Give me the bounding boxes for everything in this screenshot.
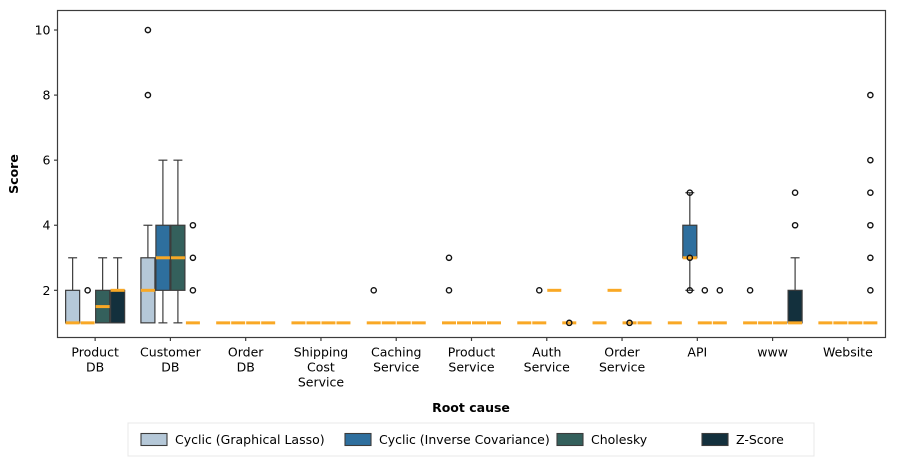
outlier-point [189, 254, 197, 262]
outlier-point [686, 189, 694, 197]
x-tick-label: Service [298, 375, 345, 390]
box-plot-box [140, 224, 156, 324]
legend-swatch [701, 432, 729, 447]
box-plot-box [65, 257, 81, 325]
x-tick-label: Cost [307, 360, 335, 375]
legend-swatch [140, 432, 168, 447]
legend-swatch [344, 432, 372, 447]
legend-items[interactable]: Cyclic (Graphical Lasso) Cyclic (Inverse … [140, 432, 784, 447]
outlier-point [189, 221, 197, 229]
x-tick-label: Order [604, 345, 640, 360]
x-tick-label: DB [86, 360, 104, 375]
outlier-point [686, 254, 694, 262]
y-tick-label: 6 [43, 153, 51, 168]
legend[interactable]: Cyclic (Graphical Lasso) Cyclic (Inverse … [127, 422, 815, 457]
box-plot-box [787, 257, 803, 325]
x-tick-label: Caching [371, 345, 422, 360]
x-tick-label: Service [373, 360, 420, 375]
box-plot-box [170, 159, 186, 324]
y-axis-ticks: 2 4 6 8 10 [35, 23, 58, 298]
outlier-point [791, 221, 799, 229]
outlier-point [189, 287, 197, 294]
box-plot-box [110, 257, 126, 324]
outlier-point [716, 287, 724, 294]
box-plot-box [95, 257, 111, 324]
x-tick-label: DB [161, 360, 179, 375]
x-axis-ticks: ProductDBCustomerDBOrderDBShippingCostSe… [71, 337, 873, 390]
legend-swatch [556, 432, 584, 447]
x-tick-label: Product [71, 345, 119, 360]
outlier-point [867, 156, 874, 164]
y-tick-label: 10 [35, 23, 51, 38]
outlier-point [867, 221, 874, 229]
x-tick-label: Customer [140, 345, 202, 360]
x-tick-label: www [757, 345, 788, 360]
outlier-point [791, 189, 799, 197]
box-plot-series [65, 159, 878, 325]
outlier-point [626, 319, 633, 327]
outlier-point [445, 254, 453, 262]
outlier-point [535, 287, 543, 294]
box-rect [787, 289, 803, 324]
y-tick-label: 4 [43, 218, 51, 233]
legend-label: Cholesky [591, 432, 648, 447]
outlier-point [565, 319, 573, 327]
outlier-point [144, 91, 152, 99]
outlier-point [867, 287, 874, 294]
y-tick-label: 2 [43, 283, 51, 298]
x-tick-label: Service [524, 360, 571, 375]
axes-frame [56, 9, 887, 339]
x-tick-label: Service [599, 360, 646, 375]
x-axis-title: Root cause [432, 400, 510, 415]
outlier-point [746, 287, 754, 294]
x-tick-label: Order [228, 345, 264, 360]
x-tick-label: Website [823, 345, 873, 360]
x-tick-label: Shipping [294, 345, 349, 360]
x-tick-label: Service [448, 360, 495, 375]
box-rect [110, 289, 126, 324]
outlier-point [370, 287, 378, 294]
legend-frame [127, 422, 815, 457]
outlier-point [701, 287, 709, 294]
legend-label: Z-Score [736, 432, 784, 447]
outlier-point [445, 287, 453, 294]
outlier-point [144, 26, 152, 34]
outlier-point [867, 189, 874, 197]
box-plot-box [682, 192, 698, 291]
box-rect [65, 289, 81, 324]
outlier-point [84, 287, 91, 294]
outlier-points [84, 26, 874, 327]
outlier-point [867, 91, 874, 99]
outlier-point [867, 254, 874, 262]
legend-label: Cyclic (Inverse Covariance) [379, 432, 550, 447]
x-tick-label: Product [448, 345, 496, 360]
x-tick-label: API [687, 345, 707, 360]
x-tick-label: Auth [532, 345, 561, 360]
y-axis-title: Score [6, 154, 21, 194]
box-plot-box [155, 159, 171, 324]
box-rect [682, 224, 698, 259]
y-tick-label: 8 [43, 88, 51, 103]
outlier-point [686, 287, 694, 294]
legend-label: Cyclic (Graphical Lasso) [175, 432, 325, 447]
x-tick-label: DB [237, 360, 255, 375]
